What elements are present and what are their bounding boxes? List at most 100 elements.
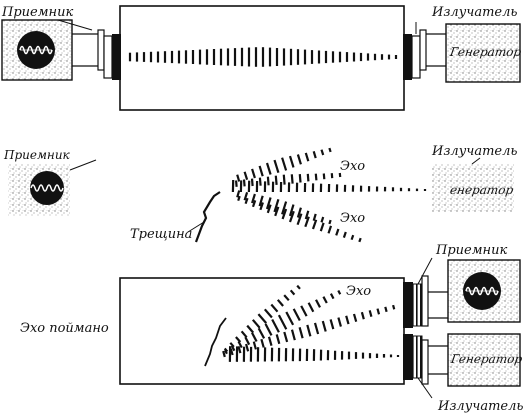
wave-front	[314, 173, 318, 181]
wave-front	[313, 322, 320, 335]
wave-front	[244, 336, 251, 346]
wave-front	[236, 190, 241, 198]
wave-front	[237, 346, 242, 354]
wave-front	[315, 299, 321, 308]
crack-label: Трещина	[130, 227, 193, 242]
wave-front	[327, 225, 333, 234]
wave-front	[251, 193, 256, 204]
receiver-label-1: Приемник	[2, 5, 74, 20]
wave-front	[237, 195, 241, 202]
wave-front	[320, 149, 325, 156]
wave-front	[360, 311, 365, 320]
wave-front	[281, 201, 288, 215]
wave-front	[298, 174, 302, 183]
wave-front	[307, 302, 315, 313]
wave-front	[392, 304, 396, 310]
wave-front	[283, 294, 290, 302]
wave-front	[246, 324, 255, 334]
wave-front	[288, 155, 295, 168]
panel-2-echo-reflection	[8, 147, 514, 243]
wave-front	[244, 197, 249, 205]
wave-front	[285, 311, 295, 326]
wave-front	[275, 334, 281, 345]
wave-front	[320, 216, 325, 223]
wave-front	[222, 350, 226, 358]
wave-front	[322, 296, 328, 304]
crack-icon	[204, 317, 227, 367]
wave-front	[264, 323, 273, 336]
wave-front	[266, 204, 272, 214]
wave-front	[312, 213, 317, 222]
generator-box-3	[447, 333, 521, 387]
wave-front	[265, 162, 272, 175]
wave-front	[236, 174, 241, 182]
transducer-icon	[403, 334, 423, 380]
wave-front	[229, 348, 234, 356]
wave-front	[300, 305, 308, 317]
wave-front	[296, 284, 301, 290]
transducer-icon	[103, 34, 121, 80]
wave-front	[337, 289, 342, 295]
wave-front	[257, 313, 268, 324]
wave-front	[281, 208, 288, 220]
wave-front	[267, 336, 273, 346]
wave-front	[271, 318, 280, 333]
wave-front	[282, 174, 286, 185]
wave-front	[304, 216, 310, 228]
echo-label-2: Эхо	[340, 211, 366, 226]
wave-front	[288, 210, 295, 223]
wave-front	[342, 231, 347, 238]
wave-front	[240, 330, 248, 339]
wave-front	[289, 289, 296, 296]
wave-front	[329, 319, 335, 330]
wave-front	[288, 204, 295, 217]
wave-front	[243, 171, 249, 181]
wave-front	[237, 340, 243, 349]
wave-front	[311, 219, 318, 230]
wave-front	[337, 317, 342, 327]
wave-front	[368, 310, 373, 317]
panel-3-echo-caught	[119, 257, 521, 399]
wave-front	[281, 157, 288, 171]
oscilloscope-screen-icon	[17, 31, 55, 69]
ultrasonic-wave-beam	[231, 147, 427, 243]
echo-label-1: Эхо	[340, 159, 366, 174]
emitter-label-3: Излучатель	[438, 399, 523, 414]
emitter-label-1: Излучатель	[432, 5, 518, 20]
wave-front	[250, 178, 254, 187]
oscilloscope-screen-icon	[30, 171, 64, 205]
wave-front	[251, 319, 261, 329]
wave-front	[252, 341, 257, 350]
wave-front	[251, 200, 257, 208]
wave-front	[296, 207, 302, 218]
crack-icon	[194, 191, 221, 243]
generator-label-1: Генератор	[449, 45, 523, 59]
wave-front	[265, 197, 272, 210]
generator-box-2	[432, 164, 514, 212]
wave-front	[328, 147, 332, 153]
wave-front	[352, 313, 358, 323]
wave-front	[350, 234, 355, 241]
ultrasonic-wave-beam	[128, 47, 398, 67]
echo-caught-caption: Эхо поймано	[20, 321, 109, 336]
wave-front	[335, 228, 340, 236]
wave-front	[276, 299, 284, 307]
wave-front	[260, 338, 265, 348]
wave-front	[235, 336, 242, 343]
receiver-label-3: Приемник	[436, 243, 508, 258]
wave-front	[304, 152, 310, 162]
receiver-label-2: Приемник	[4, 148, 70, 162]
wave-front	[274, 206, 280, 217]
generator-box-1	[445, 23, 521, 83]
echo-label-3: Эхо	[346, 284, 372, 299]
wave-front	[306, 324, 312, 337]
wave-front	[257, 327, 266, 339]
wave-front	[266, 176, 270, 186]
wave-front	[273, 198, 280, 213]
wave-front	[258, 177, 262, 186]
wave-front	[296, 213, 303, 226]
generator-label-3: Генератор	[450, 352, 523, 366]
wave-front	[290, 329, 296, 341]
metal-block-3	[119, 277, 405, 385]
